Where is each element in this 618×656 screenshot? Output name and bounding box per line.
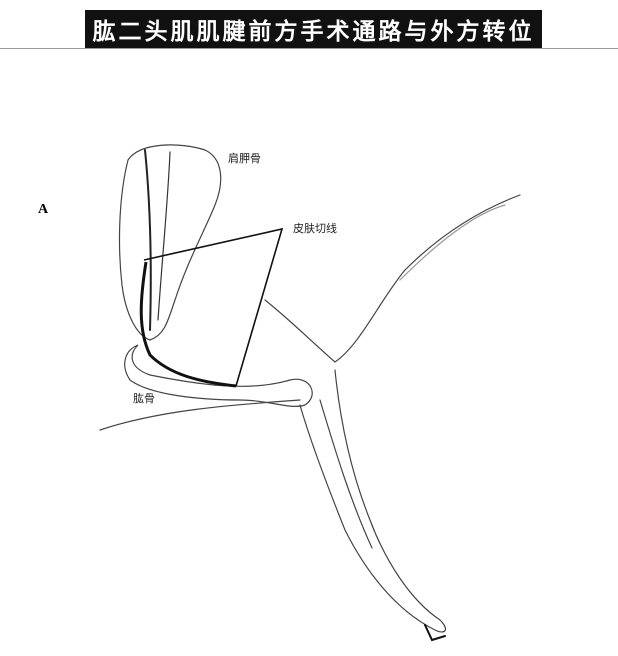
page-title: 肱二头肌肌腱前方手术通路与外方转位 [85,10,542,48]
scapula-outline [118,144,222,341]
label-scapula: 肩胛骨 [228,152,261,165]
incision-line [139,261,237,388]
scapula-spine [144,149,152,331]
forearm-outline [299,369,447,633]
label-skin-incision: 皮肤切线 [293,222,337,235]
skin-incision-pointer [143,227,284,387]
panel-label: A [38,202,49,217]
scapula-ridge [157,151,171,321]
paw [424,624,446,642]
label-humerus: 肱骨 [133,392,155,405]
chest-outline [264,194,521,363]
humerus-outline [124,344,313,407]
lower-chest [99,399,301,431]
forearm-back [319,399,373,549]
upper-body [399,204,506,281]
header-rule [0,48,618,49]
